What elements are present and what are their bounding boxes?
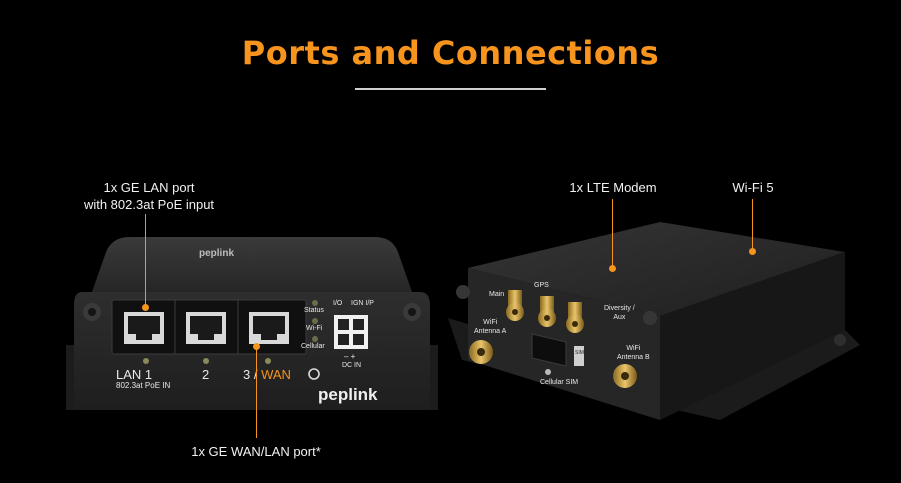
port-lan-sublabel: 802.3at PoE IN — [116, 381, 171, 390]
callout-lan-leader — [145, 214, 146, 307]
antenna-gps-label: GPS — [534, 282, 549, 289]
rear-router — [448, 222, 860, 420]
reset-icon — [308, 368, 320, 380]
mount-screw-icon — [456, 285, 470, 299]
callout-wifi-leader — [752, 199, 753, 251]
led-status-label: Status — [304, 307, 324, 314]
antenna-connector-icon — [613, 364, 637, 388]
mount-screw-icon — [643, 311, 657, 325]
page-title: Ports and Connections — [241, 34, 660, 72]
status-led-icon — [312, 318, 318, 324]
front-router — [66, 237, 438, 410]
callout-wan-leader — [256, 348, 257, 438]
sim-tray-label: SIM — [575, 350, 584, 356]
port-led-icon — [203, 358, 209, 364]
antenna-connector-icon — [469, 340, 493, 364]
callout-lte-dot — [609, 265, 616, 272]
peplink-logo: peplink — [318, 385, 378, 404]
sim-tray-icon — [574, 346, 584, 366]
callout-wifi-dot — [749, 248, 756, 255]
dc-polarity-label: – + — [344, 352, 356, 361]
front-top-brand: peplink — [199, 248, 235, 259]
callout-lte-leader — [612, 199, 613, 268]
sim-slot-icon — [531, 333, 567, 367]
port-2-label: 2 — [202, 367, 210, 382]
led-wifi-label: Wi-Fi — [306, 325, 323, 332]
ethernet-port-icon — [186, 312, 226, 344]
port-led-icon — [265, 358, 271, 364]
antenna-connector-icon — [506, 290, 524, 321]
callout-wan-port: 1x GE WAN/LAN port* — [191, 444, 321, 459]
port-lan-label: LAN 1 — [116, 367, 153, 382]
callout-lan-dot — [142, 304, 149, 311]
callout-lte-modem: 1x LTE Modem — [569, 180, 657, 195]
ethernet-port-icon — [249, 312, 289, 344]
callout-wifi: Wi-Fi 5 — [732, 180, 774, 195]
port-3-wan: WAN — [261, 367, 291, 382]
antenna-main-label: Main — [489, 291, 505, 298]
port-3-label: 3 / WAN — [243, 367, 291, 382]
callout-wan-dot — [253, 343, 260, 350]
title-underline — [355, 88, 546, 90]
ethernet-port-icon — [124, 312, 164, 344]
antenna-connector-icon — [566, 302, 584, 333]
led-cellular-label: Cellular — [301, 343, 325, 350]
dc-in-label: DC IN — [342, 362, 362, 369]
callout-lan-port: 1x GE LAN port with 802.3at PoE input — [83, 180, 215, 212]
cellular-sim-label: Cellular SIM — [540, 379, 579, 386]
mount-screw-icon — [834, 334, 846, 346]
antenna-connector-icon — [538, 296, 556, 327]
port-led-icon — [143, 358, 149, 364]
antenna-diversity-label: Diversity /Aux — [604, 305, 635, 321]
io-label: I/O — [333, 300, 343, 307]
status-led-icon — [312, 336, 318, 342]
status-led-icon — [312, 300, 318, 306]
ign-label: IGN I/P — [351, 300, 374, 307]
